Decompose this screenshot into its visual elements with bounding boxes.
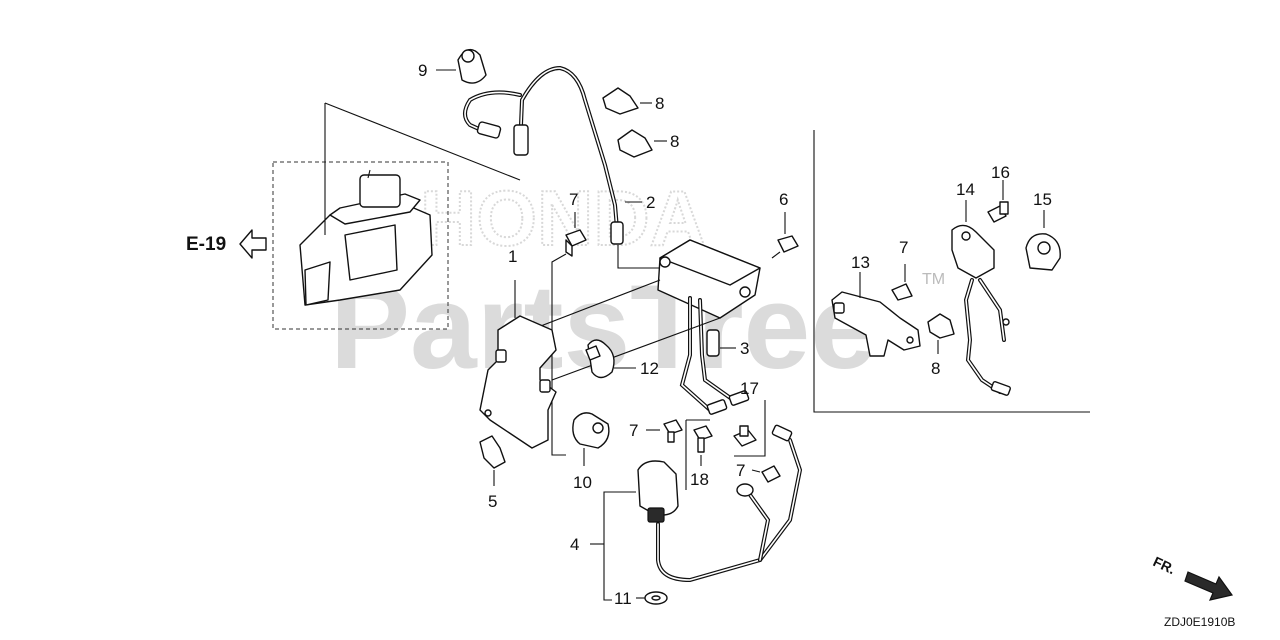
- part-5-clip: 5: [479, 435, 506, 511]
- subgroup-frame: [813, 130, 1090, 413]
- part-7-bolt-a: 7: [551, 190, 587, 456]
- callout-10: 10: [573, 473, 592, 492]
- callout-8b: 8: [670, 132, 679, 151]
- callout-7a: 7: [569, 190, 578, 209]
- part-3-control-unit: 3: [657, 239, 761, 415]
- part-7-bolt-b: 7: [629, 419, 683, 443]
- callout-3: 3: [740, 339, 749, 358]
- part-8-clamp-a: 8: [602, 87, 664, 115]
- reference-label: E-19: [186, 234, 226, 255]
- callout-7c: 7: [736, 461, 745, 480]
- callout-18: 18: [690, 470, 709, 489]
- part-8-clamp-c: 8: [927, 313, 955, 378]
- callout-9: 9: [418, 61, 427, 80]
- callout-7b: 7: [629, 421, 638, 440]
- part-9-clamp: 9: [418, 48, 487, 84]
- callout-1: 1: [508, 247, 517, 266]
- part-4-sensor: 4: [570, 424, 803, 601]
- watermark: HONDA PartsTree TM: [330, 173, 945, 394]
- part-6-bolt: 6: [771, 190, 799, 259]
- filled-arrow-icon: [1184, 571, 1234, 601]
- callout-11: 11: [614, 589, 632, 608]
- callout-15: 15: [1033, 190, 1052, 209]
- callout-16: 16: [991, 163, 1010, 182]
- part-14-sensor: 14: [951, 180, 1011, 396]
- callout-4: 4: [570, 535, 579, 554]
- reference-e19: E-19: [186, 229, 267, 259]
- ignition-coil-assembly: [299, 169, 433, 306]
- callout-14: 14: [956, 180, 975, 199]
- callout-12: 12: [640, 359, 659, 378]
- reference-assembly-box: [272, 161, 449, 330]
- part-13-bracket: 13: [831, 253, 921, 357]
- callout-8c: 8: [931, 359, 940, 378]
- part-7-bolt-d: 7: [891, 238, 913, 301]
- callout-6: 6: [779, 190, 788, 209]
- callout-5: 5: [488, 492, 497, 511]
- callout-8a: 8: [655, 94, 664, 113]
- callout-7d: 7: [899, 238, 908, 257]
- part-8-clamp-b: 8: [617, 129, 679, 158]
- part-15-clamp: 15: [1025, 190, 1061, 271]
- callout-13: 13: [851, 253, 870, 272]
- part-17-bolt: 17: [733, 379, 766, 457]
- part-2-wire: 2: [463, 65, 662, 269]
- part-11-washer: 11: [614, 589, 668, 608]
- hollow-left-arrow-icon: [239, 229, 267, 259]
- direction-label: FR.: [1151, 553, 1178, 577]
- callout-2: 2: [646, 193, 655, 212]
- watermark-tm: TM: [922, 271, 945, 288]
- part-12-clip: 12: [585, 339, 659, 379]
- part-16-bolt: 16: [987, 163, 1010, 223]
- part-18-bolt: 18: [685, 419, 713, 490]
- callout-17: 17: [740, 379, 759, 398]
- part-10-clamp: 10: [572, 412, 610, 492]
- diagram-code: ZDJ0E1910B: [1164, 615, 1235, 629]
- front-direction-indicator: FR.: [1151, 553, 1234, 601]
- part-7-bolt-c: 7: [736, 461, 781, 483]
- part-1-bracket: 1: [479, 247, 557, 449]
- watermark-brand: HONDA: [420, 174, 706, 262]
